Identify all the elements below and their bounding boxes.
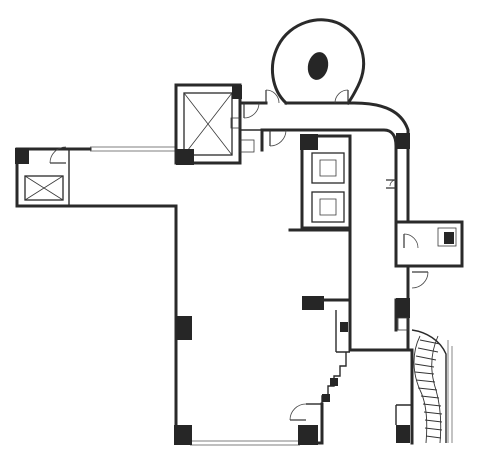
elevator-west-shaft — [16, 148, 70, 207]
column — [298, 425, 318, 445]
door-swing — [403, 233, 419, 249]
round-room — [265, 18, 366, 106]
column — [302, 296, 324, 310]
column — [396, 298, 410, 318]
spiral-stair — [411, 329, 453, 444]
stair-window — [447, 340, 453, 443]
column — [174, 425, 192, 445]
north-corridor-wall — [238, 101, 410, 224]
east-corridor — [386, 133, 464, 352]
column — [396, 133, 410, 149]
door-swing — [243, 102, 260, 119]
elevator-top — [176, 85, 287, 165]
stall-fixture — [319, 159, 337, 216]
toilet-stall — [311, 191, 345, 223]
door-swing — [289, 403, 307, 421]
column — [176, 149, 194, 165]
elevator-west-cross — [24, 175, 64, 201]
elevator-west — [15, 146, 70, 207]
column — [176, 316, 192, 340]
stair-inner-curve — [413, 335, 428, 444]
lobby-partition — [335, 310, 350, 353]
column — [322, 394, 330, 402]
column — [232, 85, 242, 99]
column — [330, 378, 338, 386]
door-swing — [49, 146, 67, 164]
lobby-wall — [348, 298, 414, 445]
door-swing — [269, 129, 287, 147]
main-hall-columns — [174, 316, 318, 445]
door-swing — [411, 271, 429, 289]
column — [15, 148, 29, 164]
small-fixture — [239, 139, 255, 153]
wc-room-wall — [300, 134, 352, 230]
elevator-west-car — [24, 175, 64, 201]
west-wing-window — [90, 146, 176, 152]
elevator-car — [183, 92, 233, 156]
column — [444, 232, 454, 244]
wc-lower-wall — [288, 228, 352, 302]
round-room-wall — [271, 18, 366, 106]
column — [340, 322, 348, 332]
small-room-wall — [395, 404, 412, 425]
small-fixture — [397, 317, 409, 331]
oval-fixture — [307, 52, 329, 80]
stair-outer-wall — [411, 329, 447, 443]
east-small-room — [394, 220, 464, 268]
door-swing — [389, 179, 397, 187]
toilet-stall — [311, 152, 345, 184]
elevator-cross — [183, 92, 233, 156]
south-east-area — [289, 298, 414, 445]
small-fixture — [230, 117, 241, 129]
door-swing — [334, 89, 349, 104]
column — [396, 425, 410, 443]
door-swing — [265, 89, 280, 104]
wc-block — [288, 134, 352, 310]
stair-treads — [414, 339, 443, 439]
column — [300, 134, 318, 150]
small-fixture — [437, 227, 457, 247]
west-wing-outer-wall — [15, 147, 178, 445]
south-window — [190, 440, 300, 446]
